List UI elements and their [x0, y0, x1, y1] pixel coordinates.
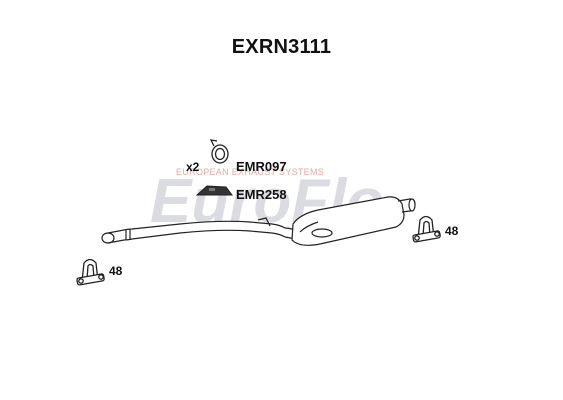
clamp-ring-icon: [209, 139, 229, 164]
left-clamp-size: 48: [109, 264, 123, 278]
hanger-bracket: [257, 217, 271, 227]
watermark-tagline: EUROPEAN EXHAUST SYSTEMS: [176, 167, 325, 177]
tailpipe-outlet: [408, 198, 416, 212]
u-clamp-left-icon: [76, 258, 105, 286]
pipe-flare: [107, 229, 125, 244]
pipe-ribs: [125, 229, 131, 240]
silencer-detail: [299, 221, 319, 233]
front-pipe-bottom: [123, 229, 286, 241]
u-clamp-right-icon: [412, 215, 441, 243]
part-number-title: EXRN3111: [231, 36, 332, 58]
clamp-ring-part-code: EMR097: [236, 159, 287, 174]
exhaust-assembly: [101, 196, 416, 246]
pipe-inlet-end: [101, 232, 115, 244]
silencer-hanger: [311, 228, 333, 238]
clamp-ring-quantity: x2: [186, 160, 200, 174]
right-clamp-size: 48: [445, 224, 459, 238]
front-pipe-top: [123, 220, 286, 231]
bracket-icon: [195, 185, 233, 196]
bracket-part-code: EMR258: [236, 187, 287, 202]
